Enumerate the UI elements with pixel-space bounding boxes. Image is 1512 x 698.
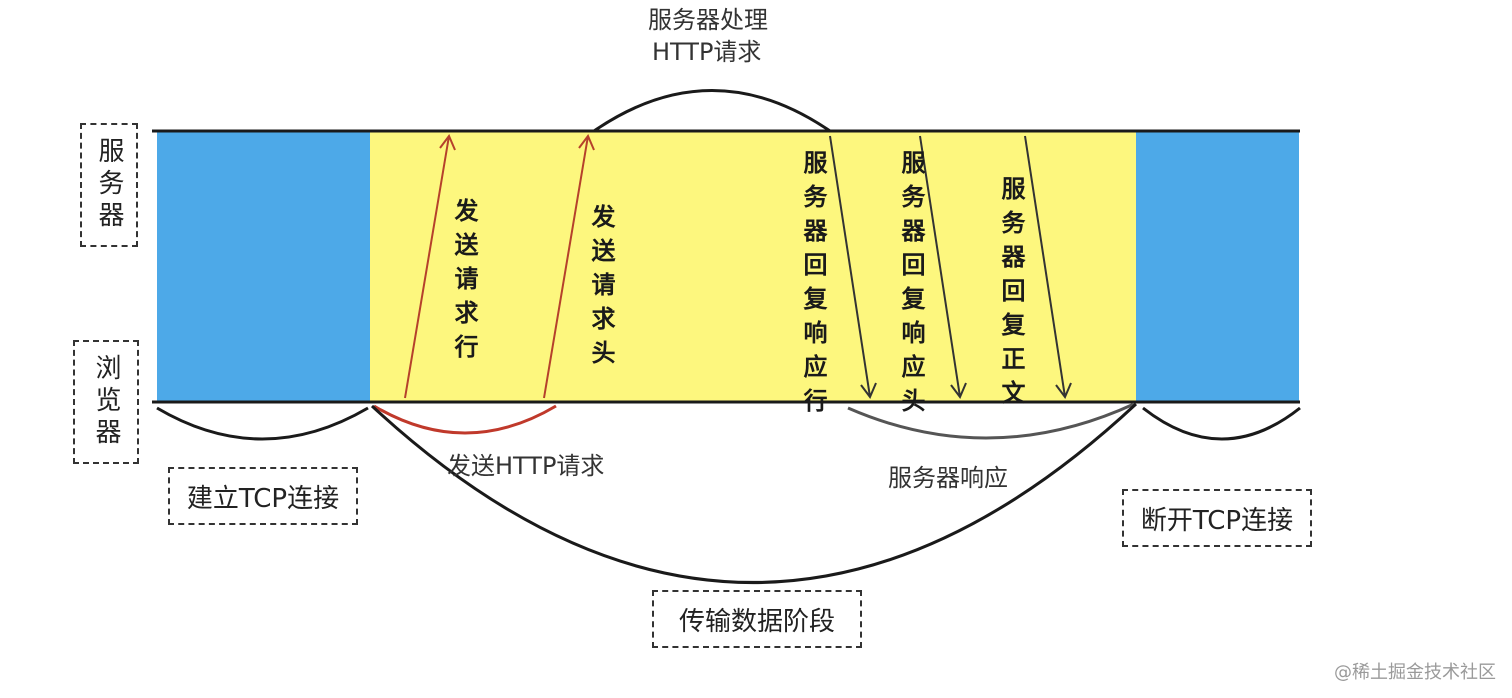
establish-tcp-box: 建立TCP连接 [168, 467, 358, 525]
send-request-label: 发送HTTP请求 [447, 452, 605, 480]
establish-tcp-arc [156, 406, 369, 441]
request-line-arrow [404, 134, 456, 399]
watermark: @稀土掘金技术社区 [1334, 662, 1496, 683]
send-request-arc [373, 404, 557, 435]
transfer-phase-box: 传输数据阶段 [652, 590, 862, 648]
close-tcp-arc [1142, 406, 1301, 441]
request-line-label: 发送请求行 [450, 198, 479, 368]
server-processing-arc [593, 89, 831, 133]
request-header-label: 发送请求头 [587, 204, 616, 374]
server-processing-label-line2: HTTP请求 [652, 38, 762, 66]
close-tcp-region [1136, 132, 1299, 402]
server-processing-label-line1: 服务器处理 [648, 6, 768, 34]
response-line-label: 服务器回复响应行 [799, 150, 828, 422]
server-response-label: 服务器响应 [888, 464, 1008, 492]
close-tcp-box: 断开TCP连接 [1122, 489, 1312, 547]
response-body-arrow [1024, 135, 1072, 399]
browser-lane-label: 浏览器 [73, 340, 139, 464]
response-header-label: 服务器回复响应头 [897, 150, 926, 422]
transfer-region [370, 132, 1136, 402]
server-lane-text: 服务器 [94, 137, 124, 233]
browser-lane-text: 浏览器 [91, 354, 121, 450]
response-line-arrow [829, 135, 877, 399]
server-lane-label: 服务器 [80, 123, 138, 247]
close-tcp-text: 断开TCP连接 [1140, 505, 1294, 536]
establish-tcp-region [157, 132, 370, 402]
transfer-arc [370, 402, 1138, 584]
server-response-arc [847, 402, 1135, 440]
request-header-arrow [543, 134, 595, 399]
establish-tcp-text: 建立TCP连接 [186, 483, 340, 514]
response-body-label: 服务器回复正文 [997, 176, 1026, 414]
transfer-phase-text: 传输数据阶段 [678, 606, 835, 637]
response-header-arrow [919, 135, 967, 399]
